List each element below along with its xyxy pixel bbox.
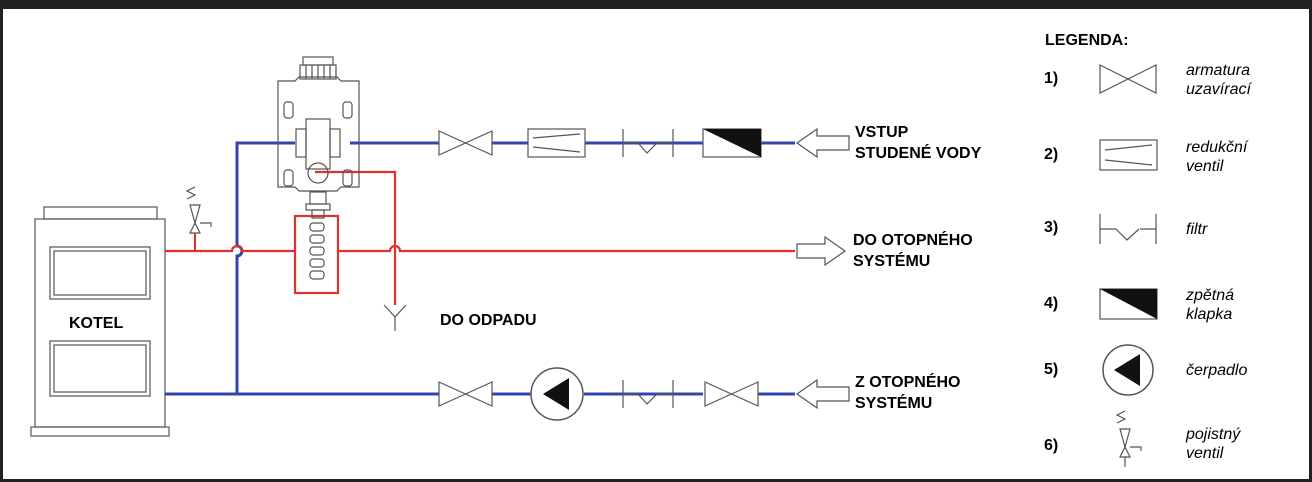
- drain-funnel-icon: [383, 304, 407, 331]
- legend-pump-icon: [1102, 344, 1154, 396]
- heating-schematic: [30, 56, 1158, 467]
- legend-filter-icon: [1099, 214, 1157, 244]
- legend-reducing-valve-icon: [1099, 139, 1158, 171]
- legend-item-6-number: 6): [1044, 437, 1059, 454]
- inlet-label-line1: VSTUP: [855, 124, 909, 141]
- legend-shutoff-valve-icon: [1099, 64, 1157, 94]
- heating-out-label-line1: DO OTOPNÉHO: [853, 232, 973, 249]
- legend-item-4-number: 4): [1044, 295, 1059, 312]
- return-arrow-icon: [795, 378, 850, 410]
- filter-icon: [622, 129, 674, 157]
- heating-return-label-line1: Z OTOPNÉHO: [855, 374, 961, 391]
- heating-out-label-line2: SYSTÉMU: [853, 253, 931, 270]
- legend-item-5-number: 5): [1044, 361, 1059, 378]
- reducing-valve-icon: [527, 128, 586, 158]
- boiler: [30, 206, 170, 437]
- drain-label: DO ODPADU: [440, 312, 537, 329]
- inlet-arrow-icon: [795, 127, 850, 159]
- pump-icon: [530, 367, 584, 421]
- shutoff-valve-icon: [438, 130, 493, 156]
- shutoff-valve-icon: [438, 381, 493, 407]
- shutoff-valve-icon: [704, 381, 759, 407]
- filter-icon: [622, 380, 674, 408]
- legend-item-2-number: 2): [1044, 146, 1059, 163]
- legend-check-valve-icon: [1099, 288, 1158, 320]
- boiler-label: KOTEL: [69, 315, 124, 332]
- legend-item-5-desc: čerpadlo: [1186, 362, 1248, 379]
- cold-water-pipes: [165, 141, 795, 396]
- legend-item-1-number: 1): [1044, 70, 1059, 87]
- heating-return-label-line2: SYSTÉMU: [855, 395, 933, 412]
- outlet-arrow-icon: [796, 235, 847, 267]
- legend-item-3-desc: filtr: [1186, 221, 1208, 238]
- safety-valve-icon: [185, 186, 212, 251]
- legend-item-3-number: 3): [1044, 219, 1059, 236]
- hot-water-pipes: [165, 170, 795, 305]
- inlet-label-line2: STUDENÉ VODY: [855, 145, 982, 162]
- filling-valve-assembly: [277, 56, 360, 280]
- legend-safety-valve-icon: [1115, 410, 1142, 467]
- check-valve-icon: [702, 128, 762, 158]
- legend-title: LEGENDA:: [1045, 32, 1129, 49]
